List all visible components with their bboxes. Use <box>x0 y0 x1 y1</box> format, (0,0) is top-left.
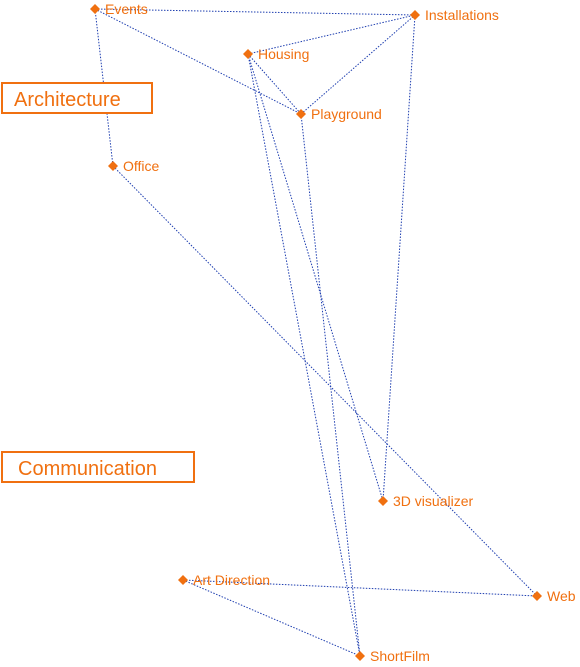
node-art_direction[interactable]: Art Direction <box>178 572 270 588</box>
diamond-marker-icon <box>296 109 306 119</box>
node-label: Art Direction <box>193 572 270 588</box>
edge-housing-shortfilm <box>247 53 361 657</box>
node-label: Housing <box>258 46 309 62</box>
nodes-layer: Events InstallationsHousingPlaygroundOffi… <box>90 1 576 664</box>
edge-housing-playground <box>247 53 302 115</box>
category-communication: Communication <box>1 451 195 483</box>
node-label: ShortFilm <box>370 648 430 664</box>
diamond-marker-icon <box>355 651 365 661</box>
node-visualizer[interactable]: 3D visualizer <box>378 493 473 509</box>
node-playground[interactable]: Playground <box>296 106 382 122</box>
edge-art_direction-web <box>182 579 538 597</box>
diamond-marker-icon <box>410 10 420 20</box>
node-events[interactable]: Events <box>90 1 148 17</box>
edge-events-installations <box>94 8 416 16</box>
node-label: Installations <box>425 7 499 23</box>
diamond-marker-icon <box>532 591 542 601</box>
node-shortfilm[interactable]: ShortFilm <box>355 648 430 664</box>
diamond-marker-icon <box>108 161 118 171</box>
category-box <box>1 451 195 483</box>
category-box <box>1 82 153 114</box>
diamond-marker-icon <box>378 496 388 506</box>
node-label: Office <box>123 158 160 174</box>
edge-playground-installations <box>300 14 416 115</box>
node-office[interactable]: Office <box>108 158 160 174</box>
node-label: Events <box>105 1 148 17</box>
node-label: Web <box>547 588 576 604</box>
node-installations[interactable]: Installations <box>410 7 499 23</box>
node-housing[interactable]: Housing <box>243 46 309 62</box>
category-label: Architecture <box>14 89 121 111</box>
edge-office-web <box>112 165 538 597</box>
diamond-marker-icon <box>243 49 253 59</box>
node-label: 3D visualizer <box>393 493 473 509</box>
diamond-marker-icon <box>178 575 188 585</box>
category-architecture: Architecture <box>1 82 153 114</box>
edge-installations-visualizer <box>382 14 416 502</box>
edge-events-playground <box>94 8 302 115</box>
edges-layer <box>94 8 538 657</box>
category-label: Communication <box>18 458 157 480</box>
node-web[interactable]: Web <box>532 588 576 604</box>
node-label: Playground <box>311 106 382 122</box>
diamond-marker-icon <box>90 4 100 14</box>
edge-playground-shortfilm <box>300 113 361 657</box>
edge-art_direction-shortfilm <box>182 579 361 657</box>
